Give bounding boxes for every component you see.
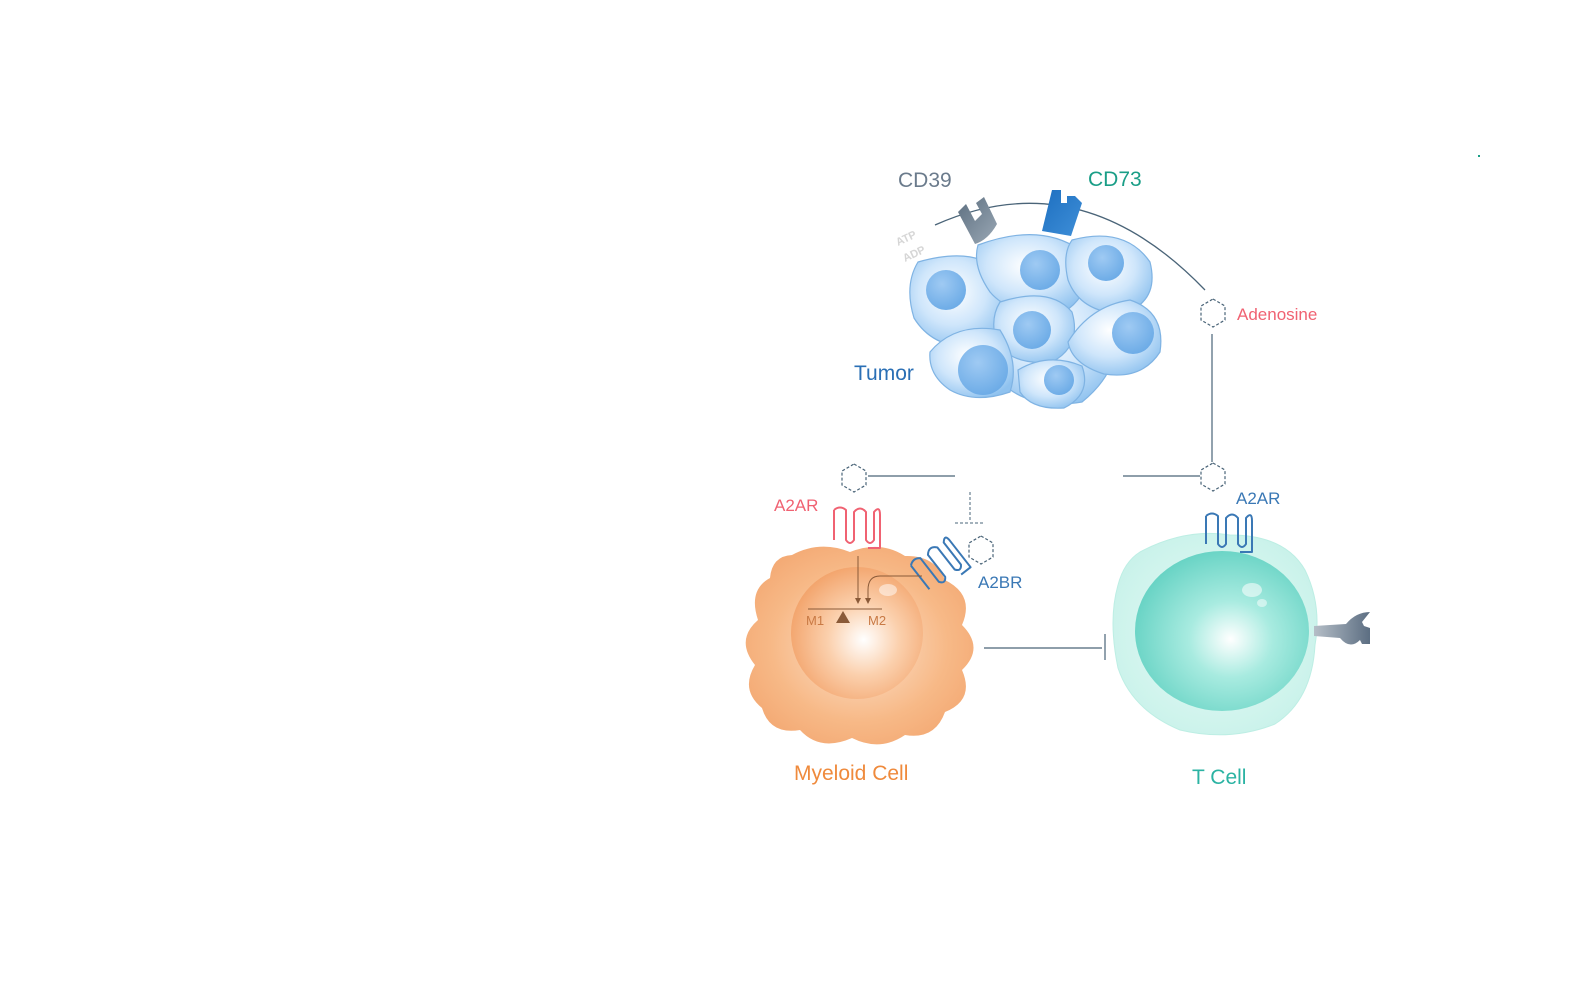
- tumor-nucleus: [1044, 365, 1074, 395]
- adenosine-hexagon-icon: [1200, 462, 1226, 492]
- signal-arrow-line: [867, 575, 922, 600]
- highlight-shape: [1257, 599, 1267, 607]
- t-cell: [1112, 532, 1318, 736]
- tumor-nucleus: [1112, 312, 1154, 354]
- adenosine-label: Adenosine: [1237, 305, 1317, 324]
- adenosine-hexagon-icon: [841, 463, 867, 493]
- tumor-label: Tumor: [854, 362, 914, 385]
- stray-dot: [1478, 155, 1480, 157]
- tumor-nucleus: [958, 345, 1008, 395]
- t-cell-label: T Cell: [1192, 766, 1246, 789]
- signal-arrowhead-icon: [855, 598, 861, 604]
- cd73-label: CD73: [1088, 168, 1142, 191]
- a2ar-myeloid-label: A2AR: [774, 496, 818, 515]
- a2ar-tcell-receptor-icon: [1205, 512, 1253, 553]
- a2br-receptor-icon: [909, 536, 972, 590]
- signal-arrowhead-icon: [865, 598, 871, 604]
- a2ar-tcell-label: A2AR: [1236, 489, 1280, 508]
- tumor-nucleus: [1020, 250, 1060, 290]
- m2-label: M2: [868, 613, 886, 628]
- myeloid-cell-label: Myeloid Cell: [794, 762, 908, 785]
- a2br-label: A2BR: [978, 573, 1022, 592]
- adenosine-hexagon-icon: [1200, 298, 1226, 328]
- myeloid-cell: [745, 546, 974, 745]
- t-cell-nucleus: [1135, 551, 1309, 711]
- cd73-receptor-icon: [1042, 190, 1082, 236]
- t-cell-receptor-icon: [1314, 612, 1370, 645]
- tumor-nucleus: [1013, 311, 1051, 349]
- a2ar-myeloid-receptor-icon: [833, 506, 881, 549]
- tumor-nucleus: [1088, 245, 1124, 281]
- m1-label: M1: [806, 613, 824, 628]
- tumor-cluster: [909, 234, 1162, 409]
- cd39-receptor-icon: [958, 197, 997, 244]
- highlight-shape: [1242, 583, 1262, 597]
- atp-label: ATP: [894, 229, 918, 249]
- highlight-shape: [879, 584, 897, 596]
- cd39-label: CD39: [898, 169, 952, 192]
- tumor-nucleus: [926, 270, 966, 310]
- adenosine-hexagon-icon: [968, 535, 994, 565]
- fulcrum-triangle-icon: [836, 611, 850, 623]
- myeloid-nucleus: [791, 567, 923, 699]
